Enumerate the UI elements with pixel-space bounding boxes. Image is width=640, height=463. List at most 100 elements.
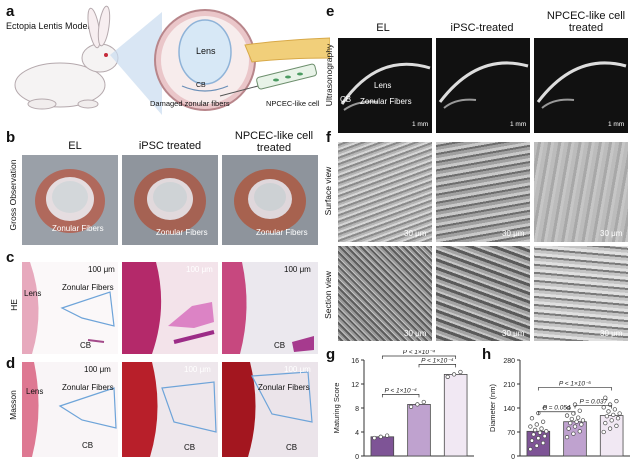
rabbit-icon	[14, 5, 119, 110]
col-title-el-e: EL	[376, 22, 390, 34]
masson-image-npcec: Zonular Fibers 100 μm CB	[222, 362, 318, 457]
chart-h-sig-bracket	[574, 405, 613, 409]
gross-observation-label: Gross Observation	[8, 159, 18, 231]
chart-g-bar	[407, 404, 431, 457]
scale-label-d1: 100 μm	[84, 365, 111, 374]
chart-h-point	[566, 405, 571, 411]
chart-h-point	[601, 405, 606, 410]
gross-photo-npcec: Zonular Fibers	[222, 155, 318, 245]
lens-label-e: Lens	[374, 81, 392, 90]
cb-label-e: CB	[340, 95, 352, 104]
scale-label-f2: 30 μm	[502, 229, 525, 238]
panel-d-letter: d	[6, 355, 16, 372]
chart-g-point	[378, 434, 383, 439]
chart-g-sig-bracket	[381, 394, 420, 398]
zonular-label-b1: Zonular Fibers	[52, 224, 104, 233]
syringe-icon	[219, 63, 317, 97]
chart-g-point	[408, 404, 414, 409]
ectopia-lentis-model-label: Ectopia Lentis Model	[6, 21, 90, 31]
chart-h-ytick-label: 0	[511, 454, 515, 461]
cb-label-c2: CB	[274, 341, 286, 350]
section-view-label: Section view	[323, 271, 333, 319]
panel-a-letter: a	[6, 3, 15, 20]
cb-label-d1: CB	[82, 441, 94, 450]
chart-g-ytick-label: 12	[351, 382, 359, 389]
npcec-cell-label: NPCEC-like cell	[266, 99, 320, 108]
chart-g-point	[421, 399, 426, 405]
masson-image-ipsc: 100 μm CB	[122, 362, 218, 457]
panel-e-letter: e	[326, 3, 335, 20]
chart-g-ytick-label: 8	[355, 406, 359, 413]
chart-h-point	[572, 424, 578, 429]
chart-h-sig-label: P = 0.037	[579, 399, 607, 406]
chart-h-point	[528, 424, 533, 429]
scale-label-c3: 100 μm	[284, 265, 311, 274]
chart-g-point	[372, 435, 377, 441]
chart-h-point	[568, 420, 573, 426]
chart-g-sig-bracket	[418, 364, 457, 368]
panel-b-letter: b	[6, 129, 16, 146]
he-label: HE	[9, 299, 19, 311]
lens-label-d: Lens	[26, 387, 44, 396]
masson-image-el: Lens Zonular Fibers CB 100 μm	[22, 362, 118, 457]
chart-h-point	[577, 429, 582, 434]
chart-h-point	[571, 431, 576, 436]
chart-h-point	[609, 418, 614, 423]
chart-g-point	[415, 402, 420, 407]
chart-g-point	[384, 433, 390, 438]
chart-h-point	[539, 426, 544, 431]
chart-g-sig-label: P < 1×10⁻⁴	[421, 357, 454, 364]
chart-h-point	[615, 416, 621, 421]
eye-cross-section-icon	[154, 9, 330, 111]
gross-photo-ipsc: Zonular Fibers	[122, 155, 218, 245]
chart-h-ylabel: Diameter (nm)	[488, 384, 497, 432]
scale-label-f6: 30 μm	[600, 329, 623, 338]
he-image-npcec: 100 μm CB	[222, 262, 318, 354]
chart-h-point	[564, 434, 570, 440]
chart-g-bar	[443, 373, 468, 457]
ultrasonography-label: Ultrasonography	[324, 43, 334, 107]
chart-h-point	[606, 409, 611, 414]
masson-label: Masson	[8, 390, 18, 420]
chart-h-point	[617, 411, 622, 416]
scale-label-e3: 1 mm	[608, 121, 625, 128]
chart-g-sig-label: P < 1×10⁻⁴	[384, 387, 417, 394]
scale-label-f5: 30 μm	[502, 329, 525, 338]
chart-h-ytick-label: 70	[507, 430, 515, 437]
chart-h-point	[569, 416, 574, 422]
chart-h-point	[537, 430, 543, 435]
chart-h-point	[614, 423, 619, 428]
chart-h-point	[531, 432, 536, 437]
chart-h-point	[603, 395, 608, 400]
chart-h-sig-bracket	[537, 387, 613, 391]
chart-h-point	[534, 443, 539, 448]
zonular-label-d2: Zonular Fibers	[258, 383, 310, 392]
scale-label-f4: 30 μm	[404, 329, 427, 338]
chart-h-point	[577, 408, 582, 413]
scale-label-c1: 100 μm	[88, 265, 115, 274]
lens-label-a: Lens	[196, 46, 216, 56]
chart-g-sig-bracket	[381, 355, 457, 359]
chart-g-sig-label: P < 1×10⁻⁴	[403, 350, 436, 356]
ultrasound-image-ipsc: 1 mm	[436, 38, 530, 133]
panel-f-letter: f	[326, 129, 331, 146]
chart-h-point	[611, 412, 616, 418]
sem-section-npcec: 30 μm	[534, 246, 628, 341]
cb-label-d2: CB	[184, 443, 196, 452]
scale-label-e2: 1 mm	[510, 121, 527, 128]
cb-label-a: CB	[196, 82, 206, 89]
sem-surface-el: 30 μm	[338, 142, 432, 242]
zonular-label-d1: Zonular Fibers	[62, 383, 114, 392]
chart-h-point	[579, 422, 584, 427]
surface-view-label: Surface view	[323, 166, 333, 216]
chart-h-point	[529, 416, 535, 421]
chart-g-ytick-label: 16	[351, 358, 359, 365]
chart-h-point	[566, 426, 571, 431]
chart-h-point	[574, 419, 579, 424]
col-title-el-b: EL	[68, 140, 82, 152]
scale-label-f1: 30 μm	[404, 229, 427, 238]
rabbit-eye-illustration	[14, 5, 330, 115]
chart-h-point	[542, 405, 547, 411]
scale-label-c2: 100 μm	[186, 265, 213, 274]
